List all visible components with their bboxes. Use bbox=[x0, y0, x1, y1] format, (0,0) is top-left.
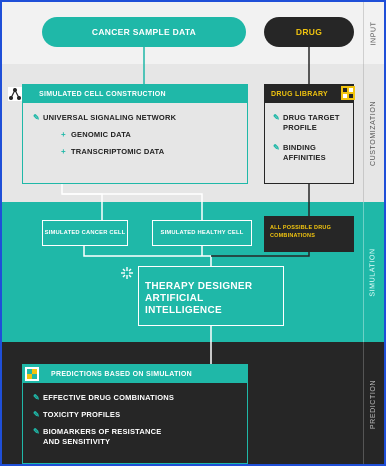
effective-text: EFFECTIVE DRUG COMBINATIONS bbox=[43, 393, 175, 402]
ai-line-1: THERAPY DESIGNER bbox=[145, 281, 253, 292]
predictions-title: PREDICTIONS BASED ON SIMULATION bbox=[51, 370, 193, 378]
cancer-cell-text: SIMULATED CANCER CELL bbox=[44, 230, 126, 236]
stage-label-prediction: PREDICTION bbox=[363, 342, 383, 464]
plus-icon: + bbox=[61, 130, 66, 139]
combos-line-1: ALL POSSIBLE DRUG bbox=[270, 225, 332, 231]
drug-library-title: DRUG LIBRARY bbox=[271, 90, 329, 98]
pencil-icon: ✎ bbox=[33, 113, 40, 122]
simulated-cell-construction-box: SIMULATED CELL CONSTRUCTION ✎ UNIVERSAL … bbox=[8, 84, 248, 184]
universal-signaling-network-item: ✎ UNIVERSAL SIGNALING NETWORK bbox=[33, 113, 176, 123]
all-possible-drug-combinations-box: ALL POSSIBLE DRUG COMBINATIONS bbox=[264, 216, 354, 252]
puzzle-icon bbox=[25, 367, 39, 381]
pencil-icon: ✎ bbox=[33, 393, 40, 402]
network-text: UNIVERSAL SIGNALING NETWORK bbox=[43, 113, 177, 122]
cancer-sample-data-pill: CANCER SAMPLE DATA bbox=[42, 17, 246, 47]
pencil-icon: ✎ bbox=[273, 113, 280, 122]
connector-combos-to-ai bbox=[211, 252, 310, 257]
drug-target-line-2: PROFILE bbox=[283, 123, 317, 132]
connector-cancer-to-ai bbox=[83, 246, 212, 266]
effective-drug-combinations-item: ✎ EFFECTIVE DRUG COMBINATIONS bbox=[33, 393, 174, 403]
biomarkers-line-2: AND SENSITIVITY bbox=[43, 437, 111, 446]
network-icon bbox=[8, 87, 22, 101]
therapy-designer-ai-box: THERAPY DESIGNER ARTIFICIAL INTELLIGENCE bbox=[119, 265, 284, 326]
drug-target-line-1: DRUG TARGET bbox=[283, 113, 340, 122]
predictions-header: PREDICTIONS BASED ON SIMULATION bbox=[23, 365, 247, 383]
binding-line-2: AFFINITIES bbox=[283, 153, 326, 162]
sparkle-icon bbox=[119, 265, 135, 281]
drug-pill: DRUG bbox=[264, 17, 354, 47]
transcriptomic-text: TRANSCRIPTOMIC DATA bbox=[71, 147, 165, 156]
genomic-data-item: + GENOMIC DATA bbox=[61, 130, 131, 140]
cancer-sample-label: CANCER SAMPLE DATA bbox=[91, 27, 197, 37]
drug-library-header: DRUG LIBRARY bbox=[265, 85, 353, 103]
connector-to-cancer-cell bbox=[61, 184, 103, 220]
pencil-icon: ✎ bbox=[33, 427, 40, 436]
pills-icon bbox=[341, 86, 355, 100]
ai-line-2: ARTIFICIAL INTELLIGENCE bbox=[145, 293, 222, 316]
stage-label-simulation: SIMULATION bbox=[363, 202, 383, 342]
stage-label-input: INPUT bbox=[363, 2, 383, 64]
prediction-band bbox=[2, 342, 384, 464]
biomarkers-line-1: BIOMARKERS OF RESISTANCE bbox=[43, 427, 162, 436]
connector-to-healthy-cell bbox=[62, 193, 203, 220]
genomic-text: GENOMIC DATA bbox=[71, 130, 132, 139]
pencil-icon: ✎ bbox=[273, 143, 280, 152]
binding-line-1: BINDING bbox=[283, 143, 317, 152]
healthy-cell-text: SIMULATED HEALTHY CELL bbox=[160, 230, 244, 236]
simulated-healthy-cell-box: SIMULATED HEALTHY CELL bbox=[152, 220, 252, 246]
cell-construction-header: SIMULATED CELL CONSTRUCTION bbox=[23, 85, 247, 103]
combos-line-2: COMBINATIONS bbox=[270, 233, 316, 239]
stage-label-customization: CUSTOMIZATION bbox=[363, 64, 383, 202]
drug-label: DRUG bbox=[295, 27, 323, 37]
toxicity-text: TOXICITY PROFILES bbox=[43, 410, 121, 419]
simulated-cancer-cell-box: SIMULATED CANCER CELL bbox=[42, 220, 128, 246]
predictions-box: PREDICTIONS BASED ON SIMULATION ✎ EFFECT… bbox=[22, 364, 248, 464]
plus-icon: + bbox=[61, 147, 66, 156]
transcriptomic-data-item: + TRANSCRIPTOMIC DATA bbox=[61, 147, 164, 157]
therapy-designer-title: THERAPY DESIGNER ARTIFICIAL INTELLIGENCE bbox=[145, 281, 283, 317]
cell-construction-title: SIMULATED CELL CONSTRUCTION bbox=[39, 90, 166, 98]
toxicity-profiles-item: ✎ TOXICITY PROFILES bbox=[33, 410, 120, 420]
pencil-icon: ✎ bbox=[33, 410, 40, 419]
